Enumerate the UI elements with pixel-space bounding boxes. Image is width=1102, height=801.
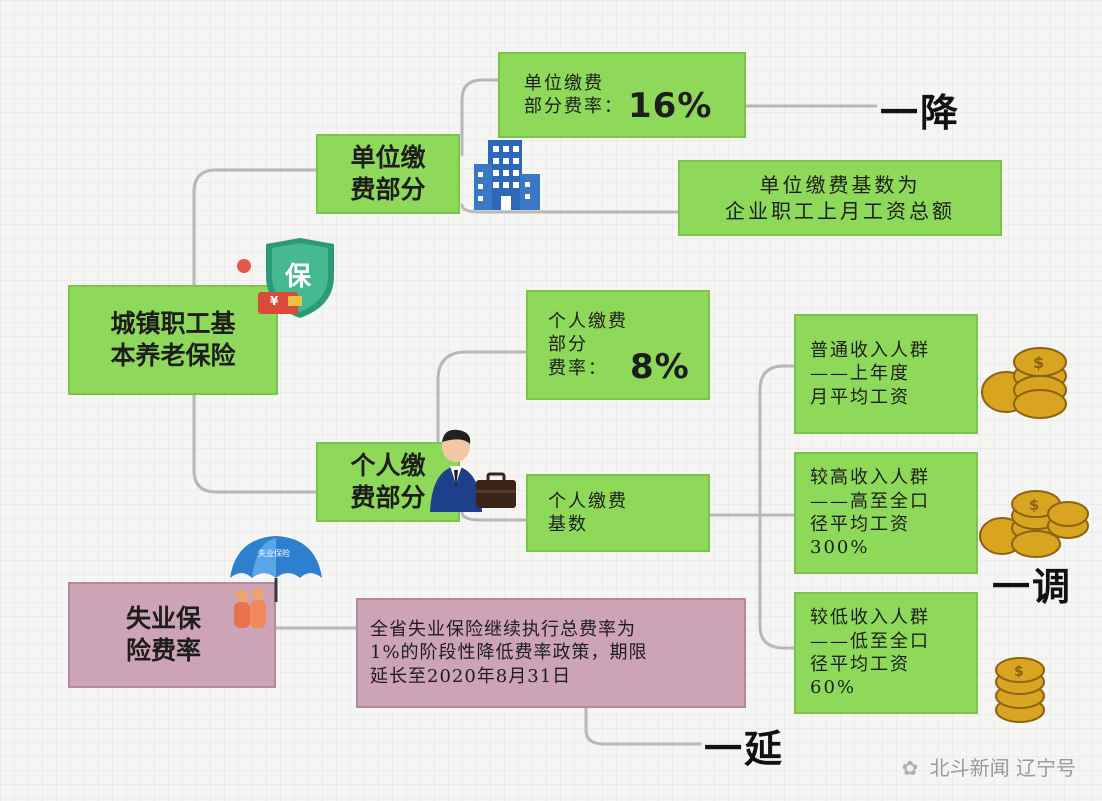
svg-text:$: $ <box>1014 664 1024 680</box>
personal-base-text: 个人缴费 基数 <box>548 490 628 535</box>
businessman-icon <box>430 429 516 512</box>
employer-node: 单位缴 费部分 <box>316 134 460 214</box>
unemployment-label: 失业保 险费率 <box>126 603 202 666</box>
income-group-normal-text: 普通收入人群 ——上年度 月平均工资 <box>810 339 930 408</box>
shield-icon: 保 ¥ <box>230 236 340 320</box>
unemployment-note-box: 全省失业保险继续执行总费率为 1%的阶段性降低费率政策，期限 延长至2020年8… <box>356 598 746 708</box>
employer-rate-text: 单位缴费 部分费率： <box>524 72 624 117</box>
root-label: 城镇职工基 本养老保险 <box>110 308 236 371</box>
personal-base-box: 个人缴费 基数 <box>526 474 710 552</box>
umbrella-icon: 失业保险 <box>222 532 326 632</box>
shield-badge-text: ¥ <box>270 294 279 308</box>
income-group-low: 较低收入人群 ——低至全口 径平均工资 60% <box>794 592 978 714</box>
employer-base-box: 单位缴费基数为 企业职工上月工资总额 <box>678 160 1002 236</box>
tag-extend: 一延 <box>704 726 785 771</box>
personal-label: 个人缴 费部分 <box>350 450 426 513</box>
building-icon <box>474 140 540 210</box>
income-group-high: 较高收入人群 ——高至全口 径平均工资 300% <box>794 452 978 574</box>
income-group-high-text: 较高收入人群 ——高至全口 径平均工资 300% <box>810 467 930 559</box>
coin-stack-icon: $ <box>995 657 1045 723</box>
shield-text: 保 <box>285 262 312 292</box>
income-group-normal: 普通收入人群 ——上年度 月平均工资 <box>794 314 978 434</box>
income-group-low-text: 较低收入人群 ——低至全口 径平均工资 60% <box>810 607 930 699</box>
wechat-icon: ✿ <box>901 756 919 780</box>
employer-label: 单位缴 费部分 <box>350 142 426 205</box>
personal-rate-value: 8% <box>630 347 690 387</box>
svg-text:$: $ <box>1033 353 1044 372</box>
personal-rate-text: 个人缴费 部分 费率： <box>548 310 628 379</box>
coin-stack-icon: $ <box>981 347 1067 419</box>
coin-stack-icon: $ <box>979 490 1089 558</box>
svg-text:$: $ <box>1029 496 1039 514</box>
umbrella-label: 失业保险 <box>258 549 290 558</box>
employer-rate-value: 16% <box>628 86 713 126</box>
tag-adjust: 一调 <box>992 564 1073 609</box>
watermark-text: 北斗新闻 辽宁号 <box>929 756 1076 780</box>
employer-base-text: 单位缴费基数为 企业职工上月工资总额 <box>725 173 955 223</box>
unemployment-note-text: 全省失业保险继续执行总费率为 1%的阶段性降低费率政策，期限 延长至2020年8… <box>370 618 648 687</box>
personal-rate-box: 个人缴费 部分 费率： 8% <box>526 290 710 400</box>
watermark: ✿ 北斗新闻 辽宁号 <box>902 752 1076 781</box>
tag-reduce: 一降 <box>880 90 961 135</box>
employer-rate-box: 单位缴费 部分费率： 16% <box>498 52 746 138</box>
root-node: 城镇职工基 本养老保险 <box>68 285 278 395</box>
